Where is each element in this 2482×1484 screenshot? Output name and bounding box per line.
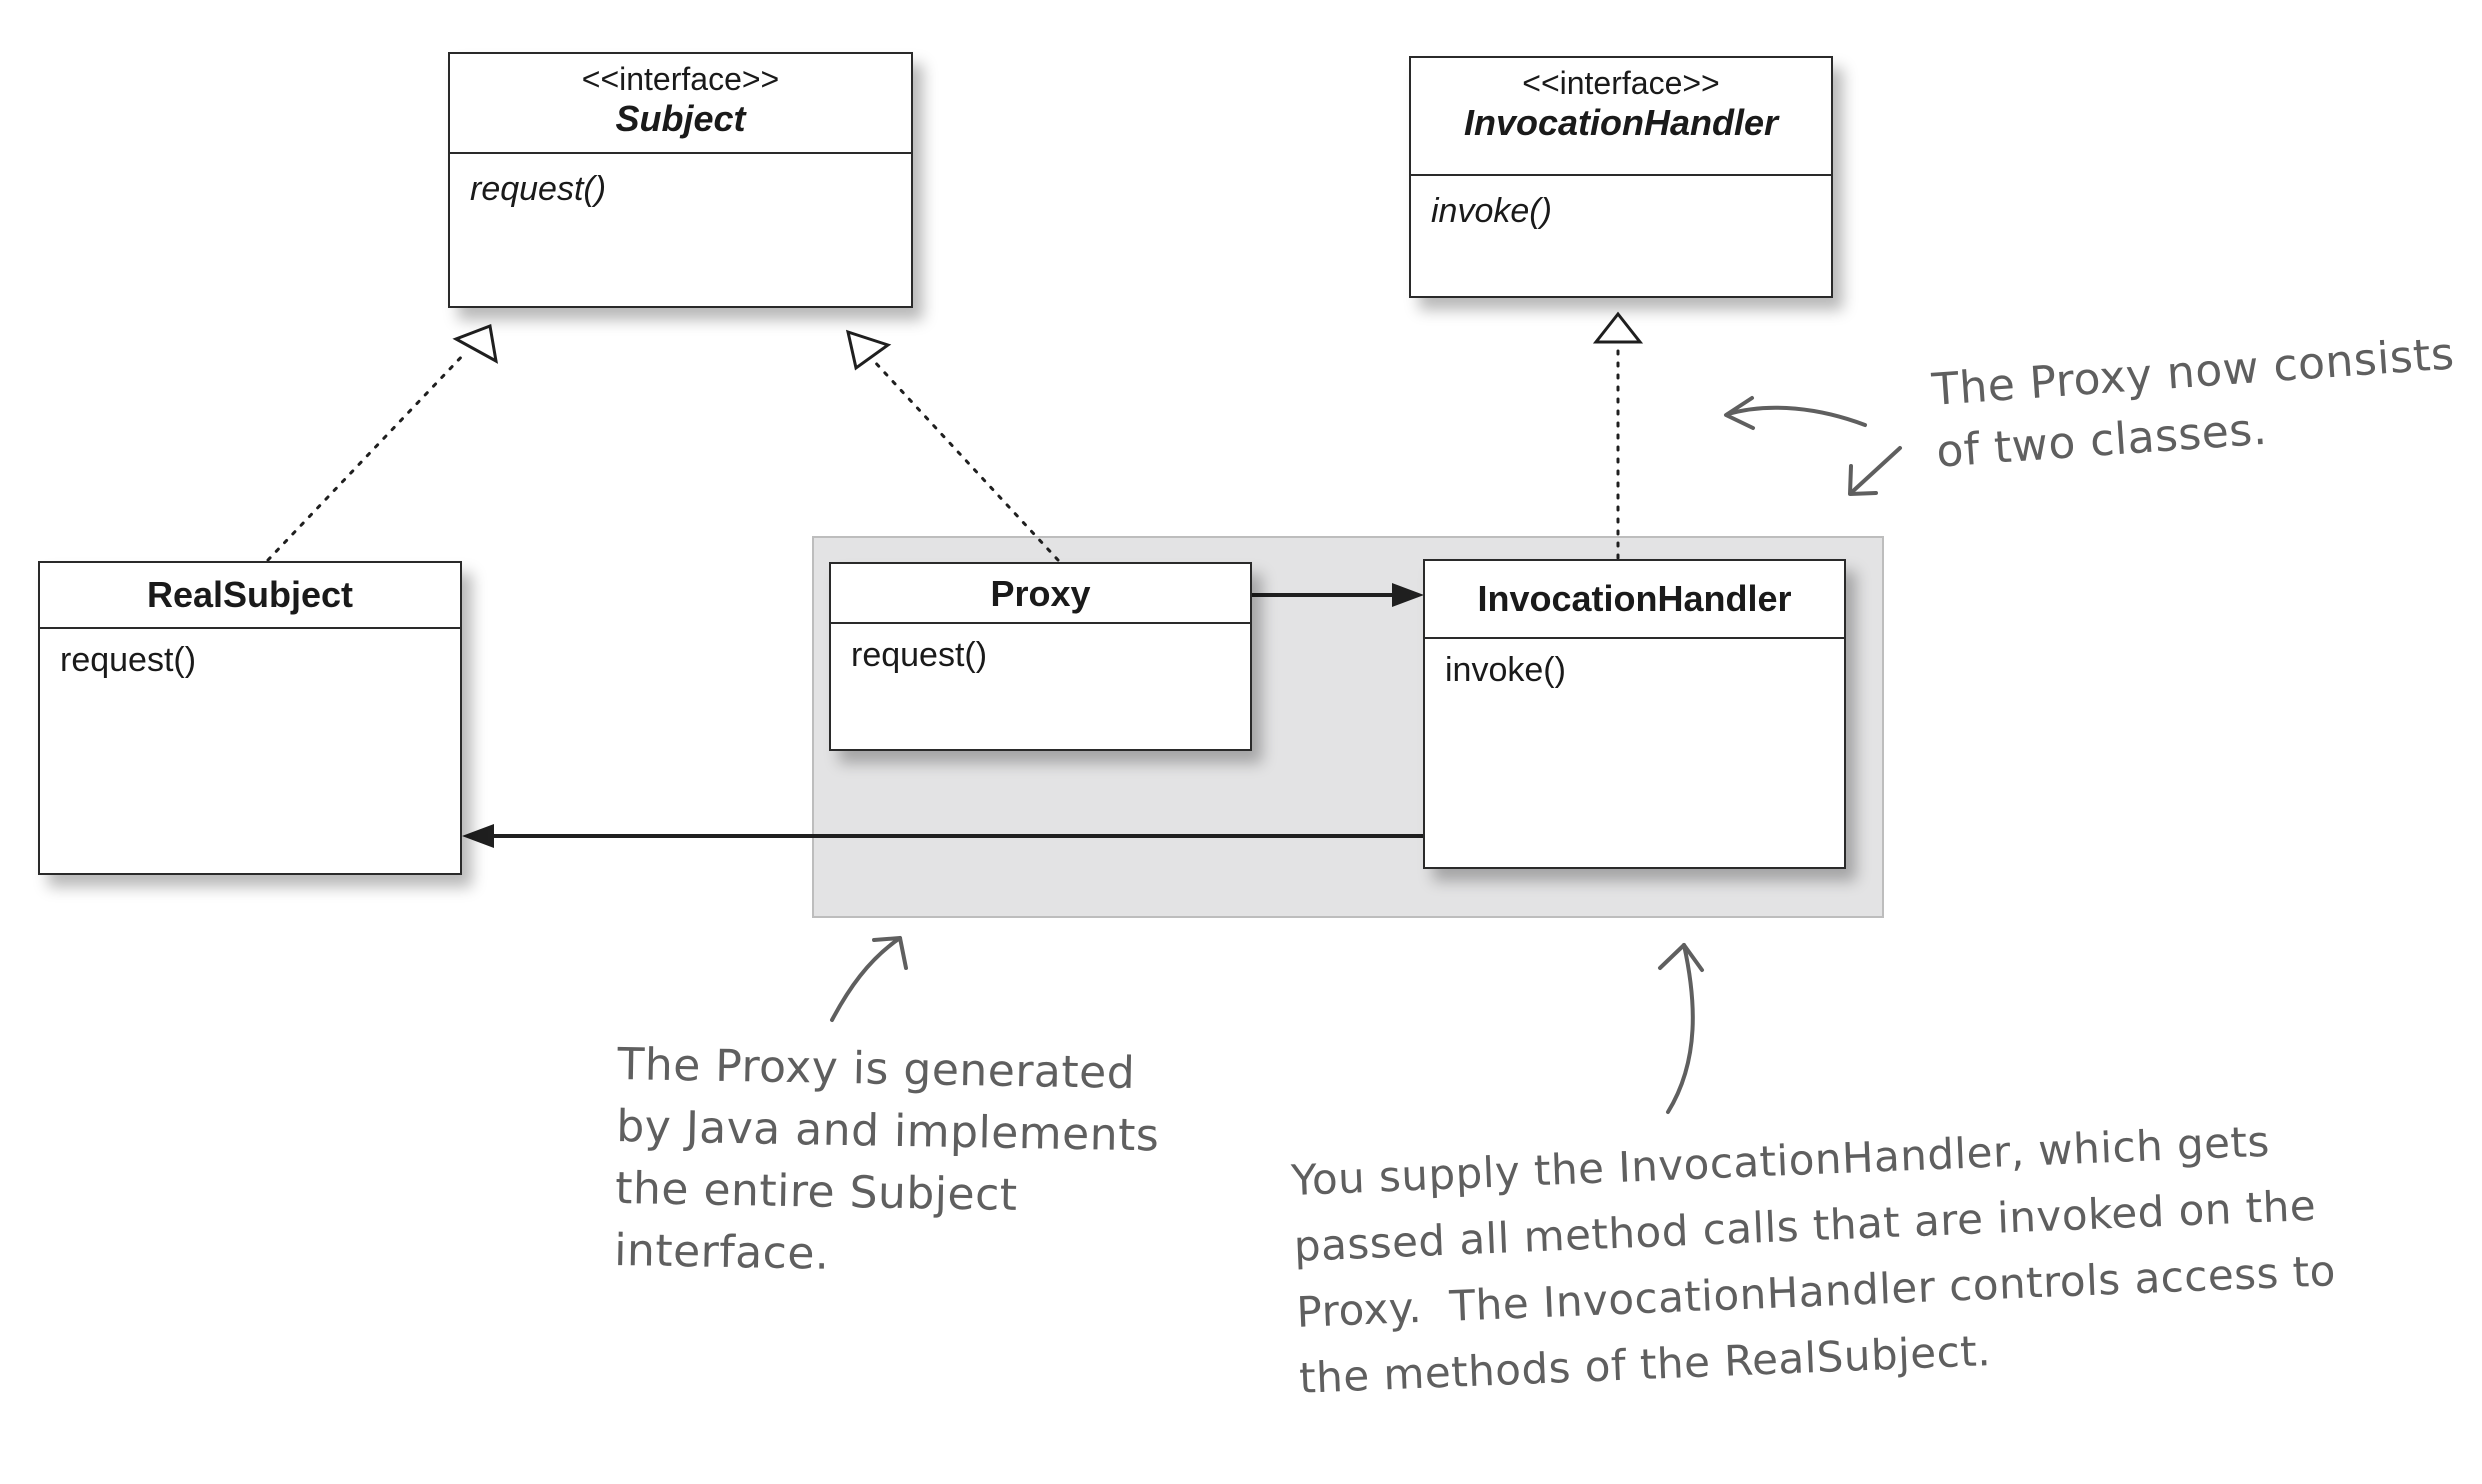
- invocation-handler-interface-method: invoke(): [1431, 192, 1552, 230]
- real-subject-name: RealSubject: [146, 574, 354, 615]
- proxy-method: request(): [851, 636, 988, 674]
- annotation-arrow-two-classes-1: [1726, 405, 1867, 427]
- realization-line-proxy: [871, 358, 1060, 562]
- invocation-handler-interface-box[interactable]: <<interface>> InvocationHandler invoke(): [1409, 56, 1833, 298]
- invocation-handler-name: InvocationHandler: [1477, 578, 1792, 619]
- invocation-handler-interface-header: <<interface>> InvocationHandler: [1411, 58, 1831, 176]
- annotation-arrow-two-classes-2: [1850, 446, 1902, 494]
- annotation-arrowhead-two-classes-1: [1724, 396, 1755, 430]
- subject-name: Subject: [615, 98, 746, 139]
- real-subject-method: request(): [60, 641, 197, 679]
- real-subject-class-header: RealSubject: [40, 563, 460, 629]
- subject-stereotype: <<interface>>: [581, 61, 780, 97]
- subject-interface-box[interactable]: <<interface>> Subject request(): [448, 52, 913, 308]
- realization-arrowhead-realsubject: [452, 323, 499, 364]
- proxy-class-header: Proxy: [831, 564, 1250, 624]
- association-arrowhead-proxy-handler: [1392, 583, 1424, 607]
- invocation-handler-interface-name: InvocationHandler: [1463, 102, 1779, 143]
- invocation-handler-class-header: InvocationHandler: [1425, 561, 1844, 639]
- real-subject-class-box[interactable]: RealSubject request(): [38, 561, 462, 875]
- realization-line-realsubject: [266, 350, 468, 562]
- realization-arrowhead-proxy: [845, 329, 892, 371]
- invocation-handler-class-box[interactable]: InvocationHandler invoke(): [1423, 559, 1846, 869]
- annotation-arrowhead-two-classes-2: [1848, 464, 1878, 496]
- subject-interface-header: <<interface>> Subject: [450, 54, 911, 154]
- invocation-handler-interface-stereotype: <<interface>>: [1522, 65, 1720, 101]
- invocation-handler-method: invoke(): [1445, 651, 1566, 689]
- annotation-arrowhead-supply-handler: [1658, 943, 1704, 972]
- subject-method: request(): [470, 170, 607, 208]
- annotation-supply-handler: You supply the InvocationHandler, which …: [1290, 1116, 2337, 1403]
- realization-arrowhead-handler: [1592, 311, 1644, 344]
- annotation-arrow-generated: [830, 936, 902, 1022]
- association-arrowhead-handler-realsubject: [462, 824, 494, 848]
- annotation-arrowhead-generated: [872, 936, 908, 970]
- annotation-arrow-supply-handler: [1666, 943, 1695, 1114]
- annotation-proxy-generated: The Proxy is generated by Java and imple…: [613, 1038, 1160, 1280]
- proxy-class-box[interactable]: Proxy request(): [829, 562, 1252, 751]
- proxy-name: Proxy: [990, 573, 1091, 614]
